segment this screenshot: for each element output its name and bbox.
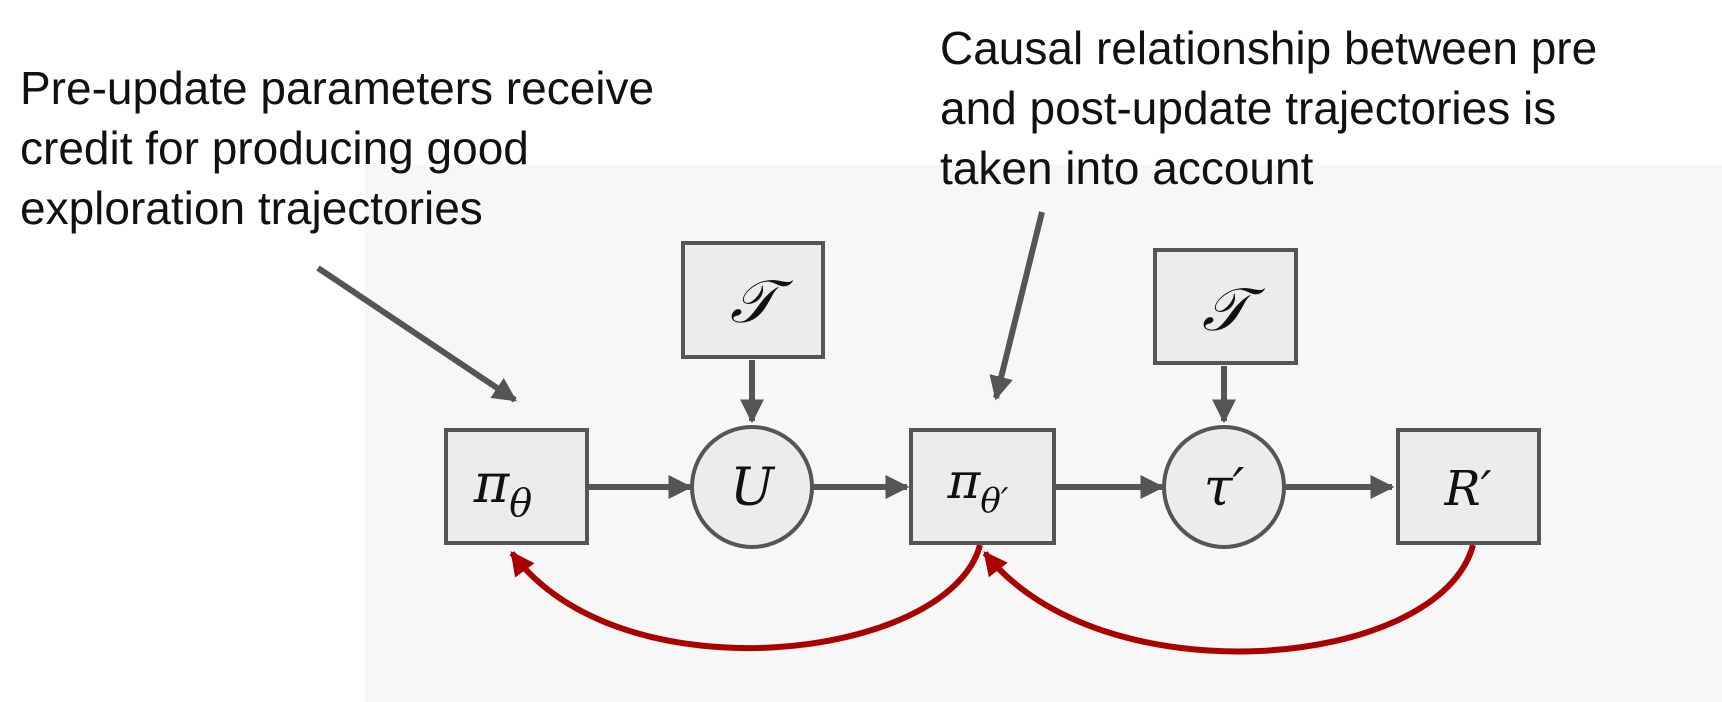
- annotation-pre-update-credit: Pre-update parameters receive credit for…: [20, 58, 780, 238]
- right-annotation-pointer-arrow: [989, 211, 1045, 401]
- node-task-2: 𝒯: [1153, 248, 1298, 365]
- reward-prime-symbol: R′: [1443, 461, 1491, 517]
- node-tau-prime: τ′: [1162, 425, 1286, 549]
- annotation-causal-relationship: Causal relationship between pre and post…: [940, 18, 1720, 198]
- annotation-left-line-2: credit for producing good: [20, 122, 529, 174]
- annotation-right-line-2: and post-update trajectories is: [940, 82, 1557, 134]
- svg-text:πθ: πθ: [473, 452, 533, 525]
- node-update: U: [690, 425, 814, 549]
- svg-text:πθ′: πθ′: [946, 452, 1008, 521]
- annotation-left-line-3: exploration trajectories: [20, 182, 483, 234]
- annotation-right-line-3: taken into account: [940, 142, 1314, 194]
- node-pi-theta-prime: πθ′: [909, 428, 1056, 545]
- pi-theta-subscript: θ: [509, 481, 532, 525]
- credit-arc-to-pi-theta-prime: [982, 544, 1476, 655]
- pi-theta-prime-symbol: π: [946, 452, 981, 510]
- update-symbol: U: [730, 458, 776, 518]
- left-annotation-pointer-arrow: [316, 265, 517, 403]
- node-task-1: 𝒯: [681, 241, 825, 359]
- pi-theta-symbol: π: [473, 452, 511, 515]
- tau-prime-symbol: τ′: [1204, 458, 1245, 518]
- annotation-left-line-1: Pre-update parameters receive: [20, 62, 655, 114]
- annotation-right-line-1: Causal relationship between pre: [940, 22, 1598, 74]
- node-pi-theta: πθ: [444, 428, 589, 545]
- credit-arc-to-pi-theta: [509, 544, 983, 652]
- pi-theta-prime-subscript: θ′: [980, 481, 1008, 521]
- node-reward-prime: R′: [1396, 428, 1541, 545]
